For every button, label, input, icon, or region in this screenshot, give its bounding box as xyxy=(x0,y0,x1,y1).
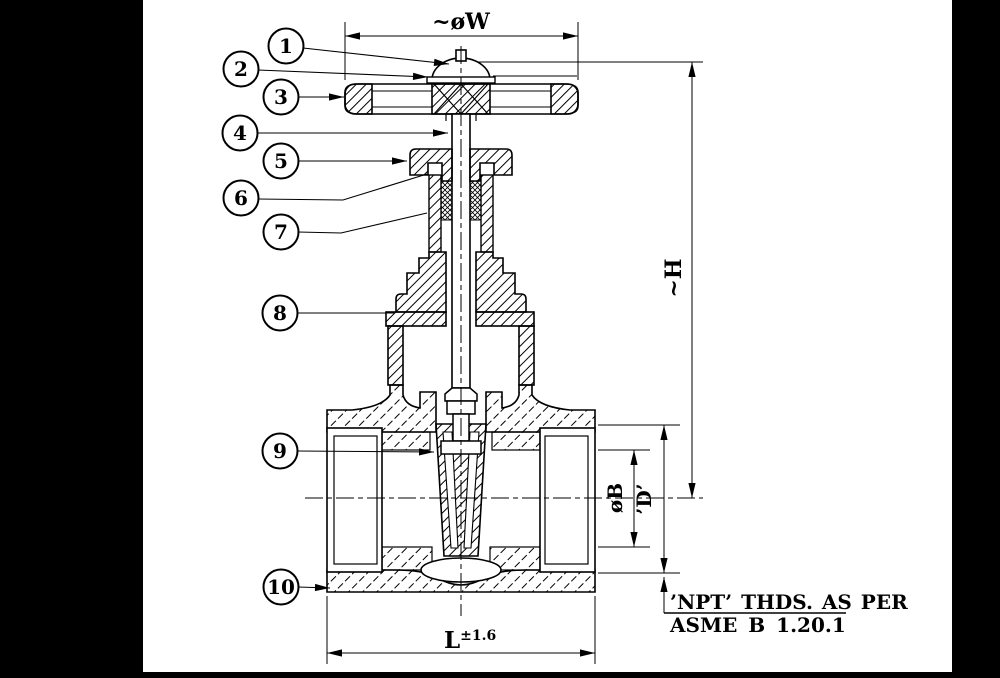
balloon-4: 4 xyxy=(221,114,259,152)
balloon-6-label: 6 xyxy=(234,186,248,210)
packing-nut xyxy=(409,148,513,182)
balloon-2-label: 2 xyxy=(234,57,248,81)
dim-d-label: ’D’ xyxy=(632,483,656,514)
balloon-8: 8 xyxy=(261,294,299,332)
dim-ow-label: ~øW xyxy=(432,9,490,35)
dimension-height: ~H xyxy=(478,61,703,498)
balloon-2: 2 xyxy=(222,50,260,88)
leader-1 xyxy=(302,47,450,66)
balloon-3-label: 3 xyxy=(274,85,288,109)
balloon-7: 7 xyxy=(262,213,300,251)
leader-6 xyxy=(257,173,428,201)
bonnet xyxy=(385,311,535,386)
dimension-face-to-face: L±1.6 xyxy=(326,596,596,664)
balloon-6: 6 xyxy=(222,179,260,217)
balloon-4-label: 4 xyxy=(233,121,247,145)
balloon-5-label: 5 xyxy=(274,149,288,173)
balloons: 1 2 3 4 5 6 7 8 xyxy=(221,27,305,606)
leader-7 xyxy=(297,212,428,234)
bonnet-neck xyxy=(395,251,527,313)
scan-border-left xyxy=(0,0,143,678)
centerlines xyxy=(305,46,703,616)
dim-b-label: øB xyxy=(603,483,627,513)
balloon-9: 9 xyxy=(261,432,299,470)
scan-border-bottom xyxy=(0,672,1000,678)
valve-body-webs xyxy=(381,431,541,571)
npt-note-line1: ’NPT’ THDS. AS PER xyxy=(670,590,908,614)
leader-10 xyxy=(297,583,331,592)
dimension-port-depth: ’D’ xyxy=(598,424,680,574)
balloon-10-label: 10 xyxy=(267,575,295,599)
balloon-8-label: 8 xyxy=(273,301,287,325)
balloon-leaders xyxy=(257,47,450,592)
balloon-5: 5 xyxy=(262,142,300,180)
leader-2 xyxy=(257,69,429,80)
leader-9 xyxy=(296,448,435,456)
scan-border-right xyxy=(952,0,1000,678)
dim-l-tolerance: ±1.6 xyxy=(460,628,496,644)
stem-t-head xyxy=(440,387,482,455)
npt-note-line2: ASME B 1.20.1 xyxy=(669,613,846,637)
dim-h-label: ~H xyxy=(661,258,687,297)
threaded-port-left xyxy=(326,427,383,573)
dim-l-label: L±1.6 xyxy=(444,627,496,654)
threaded-port-right xyxy=(539,427,596,573)
balloon-7-label: 7 xyxy=(274,220,288,244)
balloon-1: 1 xyxy=(267,27,305,65)
balloon-10: 10 xyxy=(262,568,300,606)
dimension-bore: øB xyxy=(598,449,650,548)
valve-body-top xyxy=(326,384,596,433)
balloon-9-label: 9 xyxy=(273,439,287,463)
balloon-3: 3 xyxy=(262,78,300,116)
dimension-handwheel-diameter: ~øW xyxy=(344,9,579,80)
npt-note: ’NPT’ THDS. AS PER ASME B 1.20.1 xyxy=(660,577,908,637)
dim-l-letter: L xyxy=(444,627,460,654)
balloon-1-label: 1 xyxy=(279,34,293,58)
